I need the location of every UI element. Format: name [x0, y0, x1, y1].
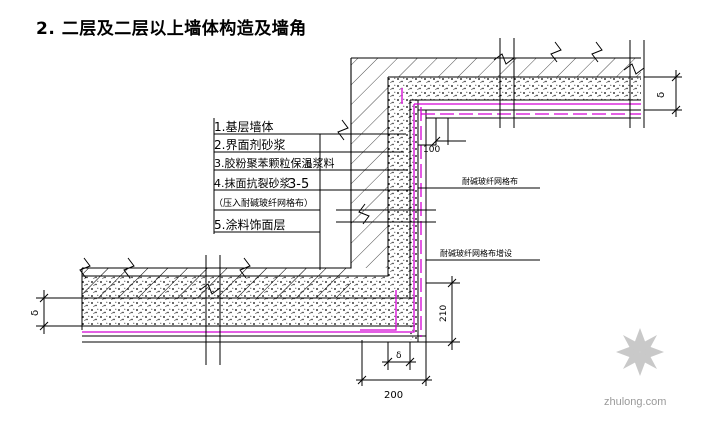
legend-item-1: 1.基层墙体 [214, 120, 273, 134]
legend-item-4-note: （压入耐碱玻纤网格布） [214, 197, 313, 209]
legend-item-2: 2.界面剂砂浆 [214, 137, 285, 152]
drawing-title: 2. 二层及二层以上墙体构造及墙角 [36, 19, 307, 39]
legend: 1.基层墙体 2.界面剂砂浆 3.胶粉聚苯颗粒保温浆料 δ 4.抹面抗裂砂浆 3… [214, 120, 335, 232]
dim-delta-bottom-label: δ [396, 351, 402, 361]
legend-item-4: 4.抹面抗裂砂浆 [214, 176, 291, 190]
legend-leaders [213, 118, 540, 270]
dim-200-label: 200 [384, 390, 403, 401]
dim-210-label: 210 [439, 305, 449, 322]
zhulong-logo [616, 328, 664, 376]
dim-bottom [356, 340, 432, 386]
dim-100-label: 100 [423, 145, 440, 155]
legend-item-5: 5.涂料饰面层 [214, 217, 285, 232]
dim-210 [426, 276, 460, 350]
corner-mesh-label: 耐碱玻纤网格布增设 [440, 248, 512, 258]
break-lines [79, 38, 645, 365]
legend-item-4-value: 3-5 [288, 177, 309, 192]
watermark-text: zhulong.com [604, 396, 667, 408]
dim-delta-left [36, 290, 82, 334]
dim-100 [418, 118, 466, 146]
legend-item-3-value: δ [306, 159, 312, 170]
dim-delta-left-label: δ [30, 310, 41, 316]
dim-delta-right-label: δ [656, 92, 667, 98]
legend-item-3: 3.胶粉聚苯颗粒保温浆料 [214, 156, 335, 170]
dim-delta-right [644, 70, 682, 117]
base-wall-lower [82, 268, 426, 343]
mesh-label: 耐碱玻纤网格布 [462, 176, 518, 186]
